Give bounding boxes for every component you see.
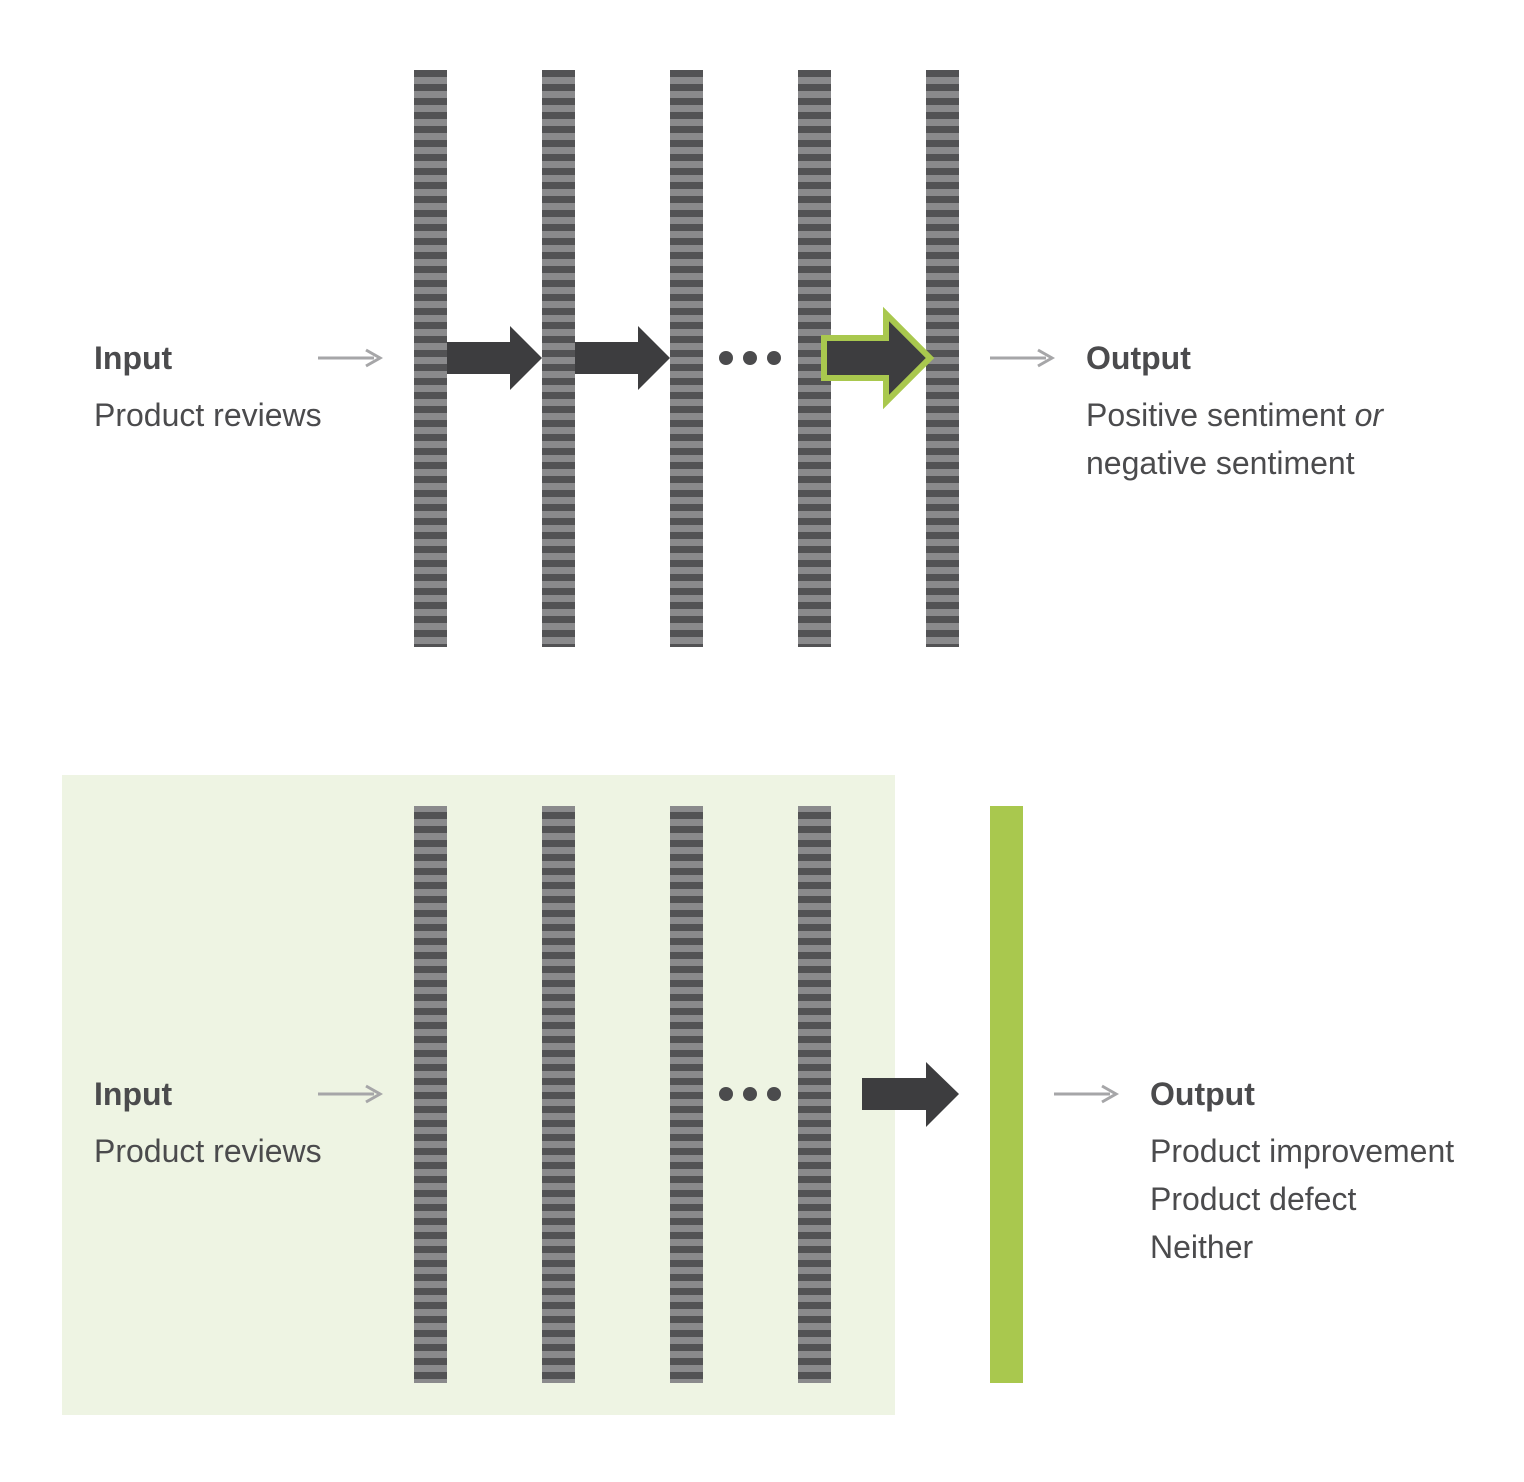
bottom-layer-1 <box>414 806 447 1383</box>
bottom-arrow <box>862 1062 959 1127</box>
bottom-input-title: Input <box>94 1076 173 1112</box>
bottom-layer-2 <box>542 806 575 1383</box>
top-input-title: Input <box>94 340 173 376</box>
top-output-title: Output <box>1086 340 1191 376</box>
top-output-line-1: Positive sentiment or <box>1086 397 1384 433</box>
top-arrow-1 <box>447 326 542 390</box>
top-output-arrow <box>990 348 1056 368</box>
bottom-layer-3 <box>670 806 703 1383</box>
top-layer-2 <box>542 70 575 647</box>
top-output-line-2: negative sentiment <box>1086 445 1355 481</box>
top-layer-3 <box>670 70 703 647</box>
top-ellipsis <box>719 351 781 365</box>
top-layer-1 <box>414 70 447 647</box>
top-arrow-highlighted <box>821 306 935 410</box>
new-output-layer <box>990 806 1023 1383</box>
bottom-output-title: Output <box>1150 1076 1255 1112</box>
top-diagram: Input Product reviews Output Positive se… <box>94 70 1384 647</box>
top-input-arrow <box>318 348 384 368</box>
bottom-diagram: Input Product reviews Output Product imp… <box>62 775 1454 1415</box>
bottom-layer-4 <box>798 806 831 1383</box>
bottom-output-item-2: Product defect <box>1150 1181 1356 1217</box>
top-input-text: Product reviews <box>94 397 322 433</box>
bottom-output-arrow <box>1054 1084 1120 1104</box>
bottom-output-item-3: Neither <box>1150 1229 1254 1265</box>
bottom-output-item-1: Product improvement <box>1150 1133 1454 1169</box>
bottom-ellipsis <box>719 1087 781 1101</box>
top-arrow-2 <box>575 326 670 390</box>
bottom-input-text: Product reviews <box>94 1133 322 1169</box>
bottom-input-arrow <box>318 1084 384 1104</box>
